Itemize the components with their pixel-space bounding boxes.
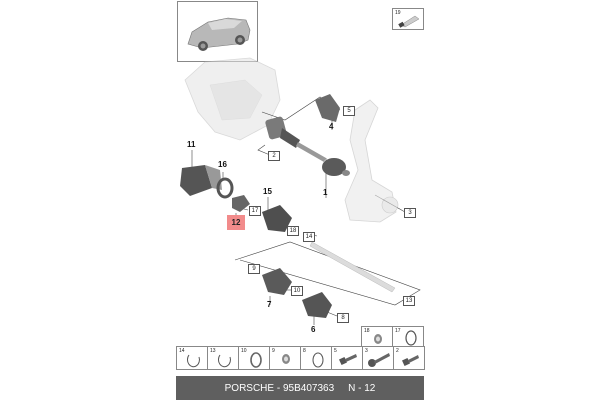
callout-14[interactable]: 14: [303, 232, 315, 242]
clamp-ring-icon: [405, 330, 417, 346]
bolt-icon: [402, 355, 419, 366]
callout-9[interactable]: 9: [248, 264, 260, 274]
part-thumbnail-14[interactable]: 14: [176, 346, 208, 370]
boot-part-4: [315, 94, 340, 122]
callout-17[interactable]: 17: [249, 206, 261, 216]
label-6: 6: [311, 325, 316, 334]
ring-icon: [312, 352, 324, 368]
callout-13[interactable]: 13: [403, 296, 415, 306]
clamp-ring-icon: [250, 352, 262, 368]
housing-part-11: [180, 165, 222, 196]
part-number: 10: [241, 348, 247, 354]
bushing-icon: [374, 334, 382, 344]
callout-8[interactable]: 8: [337, 313, 349, 323]
part-thumbnail-13[interactable]: 13: [207, 346, 239, 370]
boot-part-7: [262, 268, 292, 295]
bolt-icon: [339, 354, 357, 365]
ring-part-16: [216, 177, 234, 199]
grease-tube-icon: [398, 15, 420, 28]
circlip-icon: [187, 354, 200, 368]
part-number: 3: [365, 348, 368, 354]
part-number: 13: [210, 348, 216, 354]
boot-part-15: [262, 205, 292, 232]
part-number: 2: [396, 348, 399, 354]
part-number: 17: [395, 328, 401, 334]
part-number: 8: [303, 348, 306, 354]
engine-block: [184, 57, 281, 141]
part-number: 5: [334, 348, 337, 354]
page-reference: N - 12: [348, 382, 376, 394]
label-16: 16: [218, 160, 227, 169]
flange-bolt-icon: [368, 353, 390, 367]
part-thumbnail-9[interactable]: 9: [269, 346, 301, 370]
label-11: 11: [187, 140, 196, 149]
callout-3[interactable]: 3: [404, 208, 416, 218]
shaft-part-13: [309, 241, 396, 293]
label-4: 4: [329, 122, 334, 131]
part-number: 18: [364, 328, 370, 334]
highlighted-part-12[interactable]: 12: [227, 215, 245, 230]
boot-part-6: [302, 292, 332, 318]
car-icon: [187, 17, 251, 51]
part-thumbnail-10[interactable]: 10: [238, 346, 270, 370]
wheel-knuckle: [344, 99, 399, 223]
label-1: 1: [323, 188, 328, 197]
label-7: 7: [267, 300, 272, 309]
part-thumbnail-19[interactable]: 19: [392, 8, 424, 30]
part-thumbnail-8[interactable]: 8: [300, 346, 332, 370]
bushing-icon: [282, 354, 290, 364]
brand-part-number: PORSCHE - 95B407363: [224, 382, 335, 394]
part-number: 9: [272, 348, 275, 354]
part-thumbnail-17[interactable]: 17: [392, 326, 424, 348]
joint-part-12: [232, 195, 250, 212]
part-thumbnail-18[interactable]: 18: [361, 326, 393, 348]
drive-shaft-assembly: [265, 116, 350, 176]
callout-2[interactable]: 2: [268, 151, 280, 161]
part-thumbnail-5[interactable]: 5: [331, 346, 363, 370]
part-number: 19: [395, 10, 401, 16]
circlip-icon: [218, 354, 231, 368]
footer-bar: PORSCHE - 95B407363 N - 12: [176, 376, 424, 400]
callout-5[interactable]: 5: [343, 106, 355, 116]
part-number: 14: [179, 348, 185, 354]
callout-10[interactable]: 10: [291, 286, 303, 296]
vehicle-overview-image: [177, 1, 258, 62]
callout-18[interactable]: 18: [287, 226, 299, 236]
label-15: 15: [263, 187, 272, 196]
part-thumbnail-3[interactable]: 3: [362, 346, 394, 370]
part-thumbnail-2[interactable]: 2: [393, 346, 425, 370]
